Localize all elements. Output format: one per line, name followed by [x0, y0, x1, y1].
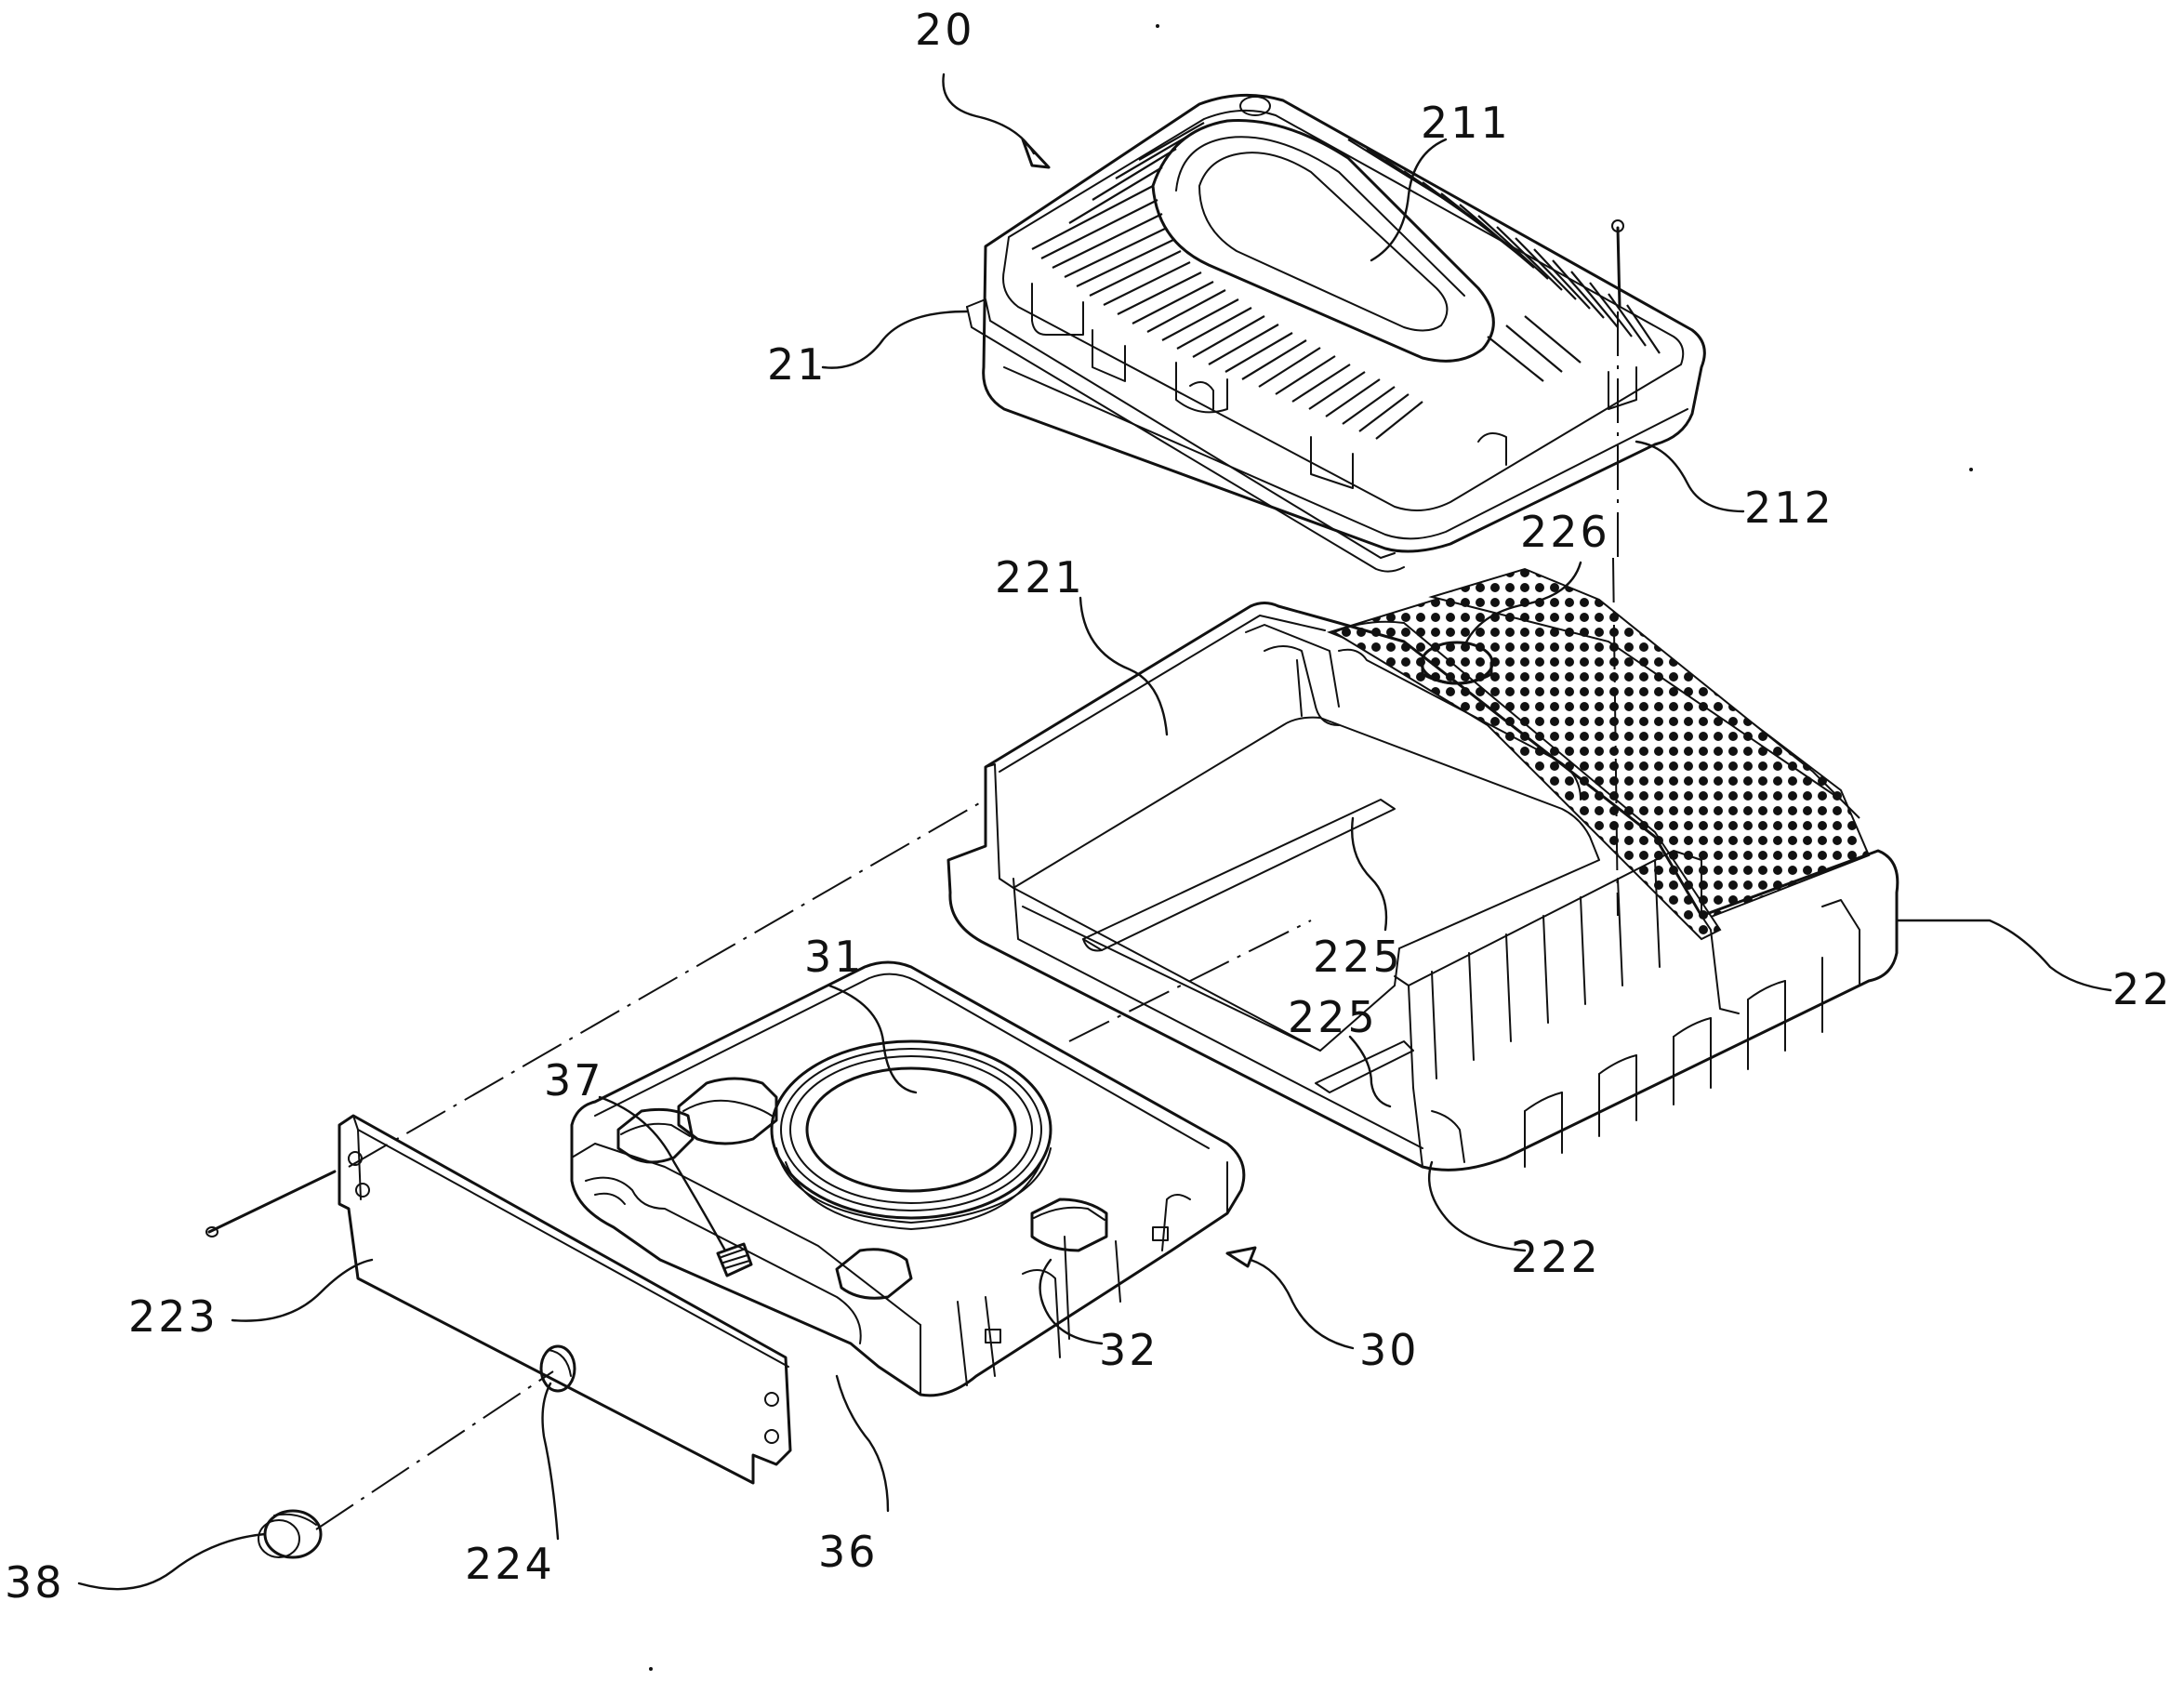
- label-32: 32: [1099, 1325, 1159, 1375]
- label-21: 21: [767, 339, 827, 390]
- label-225-upper: 225: [1313, 932, 1403, 982]
- label-224: 224: [465, 1539, 555, 1589]
- pump-module-part-30: [570, 960, 1246, 1397]
- label-38: 38: [5, 1557, 65, 1608]
- leader-lines: [77, 73, 2112, 1591]
- label-222: 222: [1511, 1232, 1601, 1282]
- part-labels: 20 211 21 212 226 221 225 225 22 31 37 2…: [5, 5, 2173, 1608]
- screw-top-right: [1611, 219, 1624, 309]
- scan-specks: [649, 24, 1973, 1671]
- label-31: 31: [804, 932, 865, 982]
- plug-part-38: [258, 1509, 323, 1559]
- label-226: 226: [1520, 507, 1610, 557]
- label-225-lower: 225: [1288, 992, 1378, 1042]
- label-221: 221: [995, 552, 1085, 602]
- screw-left: [205, 1170, 337, 1238]
- top-lid-part-20: [966, 93, 1706, 573]
- label-212: 212: [1744, 483, 1834, 533]
- label-211: 211: [1421, 98, 1511, 148]
- label-36: 36: [818, 1527, 879, 1577]
- label-37: 37: [544, 1055, 604, 1105]
- base-housing-part-22: [946, 567, 1899, 1171]
- side-cover-plate-223: [338, 1114, 792, 1485]
- label-22: 22: [2112, 964, 2173, 1014]
- label-20: 20: [915, 5, 975, 55]
- label-30: 30: [1359, 1325, 1420, 1375]
- label-223: 223: [128, 1291, 218, 1342]
- center-lines: [315, 311, 1619, 1530]
